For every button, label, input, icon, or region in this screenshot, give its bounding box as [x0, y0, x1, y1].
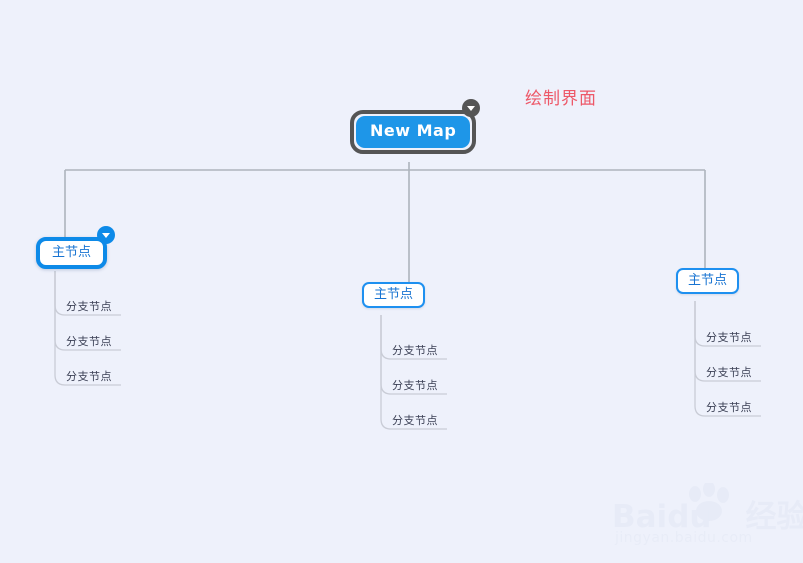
annotation-text: 绘制界面	[525, 84, 597, 109]
watermark: Baidu 经验 jingyan.baidu.com	[612, 483, 803, 553]
branch-node[interactable]: 分支节点	[706, 401, 752, 415]
branch-node-label: 分支节点	[706, 331, 752, 344]
branch-node[interactable]: 分支节点	[66, 335, 112, 349]
branch-node-label: 分支节点	[706, 401, 752, 414]
watermark-brand-accent: du	[667, 499, 712, 535]
watermark-url: jingyan.baidu.com	[615, 530, 753, 546]
main-node-1[interactable]: 主节点	[36, 237, 108, 269]
branch-edge	[54, 271, 121, 386]
branch-node[interactable]: 分支节点	[706, 331, 752, 345]
root-node[interactable]: New Map	[350, 110, 477, 154]
watermark-brand: Baidu 经验	[612, 491, 803, 536]
branch-node[interactable]: 分支节点	[392, 379, 438, 393]
watermark-brand-text: Bai	[612, 499, 668, 535]
branch-node-label: 分支节点	[706, 366, 752, 379]
branch-node-label: 分支节点	[66, 300, 112, 313]
chevron-down-icon[interactable]	[462, 99, 480, 117]
main-node-2[interactable]: 主节点	[362, 282, 426, 308]
branch-node-label: 分支节点	[392, 344, 438, 357]
watermark-brand-suffix: 经验	[745, 499, 803, 535]
branch-node-label: 分支节点	[66, 335, 112, 348]
branch-edge	[694, 301, 761, 417]
main-node-label: 主节点	[52, 245, 92, 260]
branch-edges-main-2	[380, 315, 447, 430]
branch-edge	[380, 315, 447, 430]
branch-node-label: 分支节点	[66, 370, 112, 383]
branch-node-label: 分支节点	[392, 414, 438, 427]
branch-node[interactable]: 分支节点	[392, 414, 438, 428]
branch-node[interactable]: 分支节点	[392, 344, 438, 358]
branch-node-label: 分支节点	[392, 379, 438, 392]
root-node-label: New Map	[356, 116, 471, 148]
branch-node[interactable]: 分支节点	[66, 300, 112, 314]
branch-node[interactable]: 分支节点	[706, 366, 752, 380]
annotation-label: 绘制界面	[525, 89, 597, 109]
main-node-label: 主节点	[374, 287, 414, 302]
paw-icon	[689, 483, 729, 521]
main-node-label: 主节点	[688, 273, 728, 288]
main-node-3[interactable]: 主节点	[676, 268, 740, 294]
trunk-edges	[64, 162, 706, 284]
chevron-down-icon[interactable]	[97, 226, 115, 244]
branch-node[interactable]: 分支节点	[66, 370, 112, 384]
branch-edges-main-3	[694, 301, 761, 417]
branch-edges-main-1	[54, 271, 121, 386]
